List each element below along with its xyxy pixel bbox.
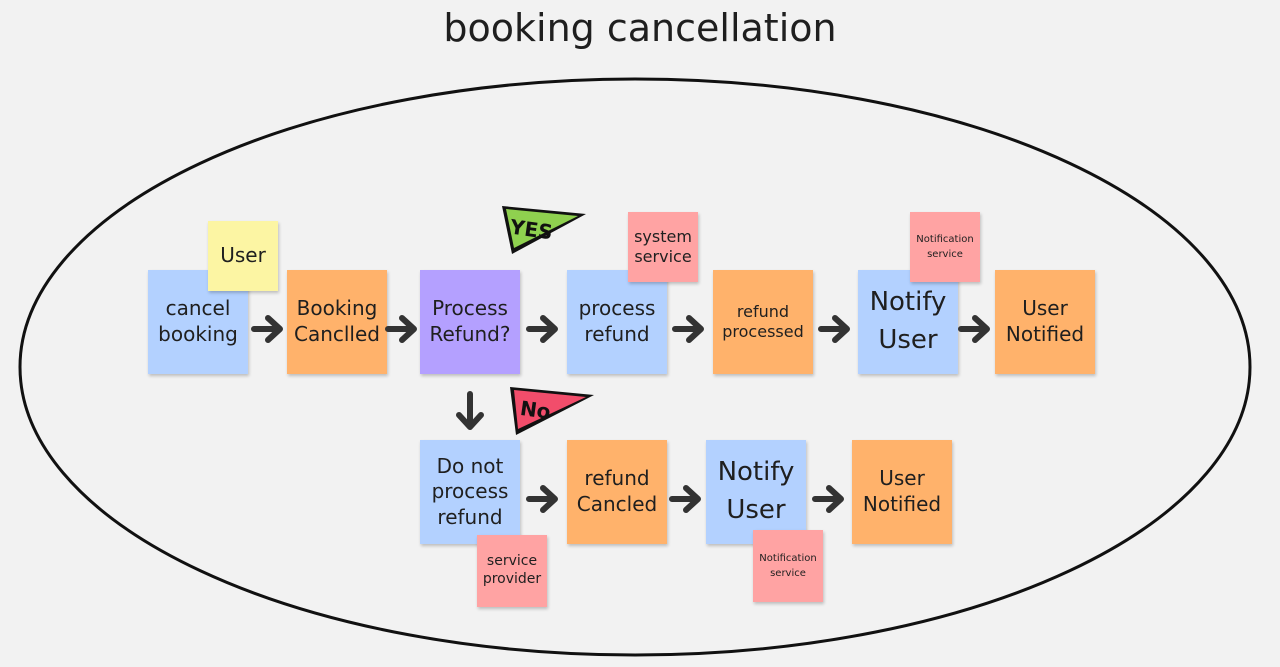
note-refund-cancelled[interactable]: refund Cancled [567, 440, 667, 544]
flow-arrow-right-icon [812, 485, 844, 513]
note-service-provider[interactable]: service provider [477, 535, 547, 607]
note-booking-cancelled[interactable]: Booking Canclled [287, 270, 387, 374]
no-flag-icon: No [510, 387, 594, 435]
note-process-refund[interactable]: process refund [567, 270, 667, 374]
flow-arrow-right-icon [672, 315, 704, 343]
flow-arrow-right-icon [251, 315, 283, 343]
note-process-refund-decision[interactable]: Process Refund? [420, 270, 520, 374]
note-notify-user-no[interactable]: Notify User [706, 440, 806, 544]
no-flag-label: No [519, 396, 553, 424]
note-refund-processed[interactable]: refund processed [713, 270, 813, 374]
flow-arrow-right-icon [818, 315, 850, 343]
flow-arrow-right-icon [385, 315, 417, 343]
note-do-not-process-refund[interactable]: Do not process refund [420, 440, 520, 544]
diagram-title: booking cancellation [443, 6, 837, 50]
note-user-notified-no[interactable]: User Notified [852, 440, 952, 544]
flow-arrow-down-icon [456, 391, 484, 430]
flow-arrow-right-icon [526, 485, 558, 513]
note-notify-user-yes[interactable]: Notify User [858, 270, 958, 374]
note-system-service[interactable]: system service [628, 212, 698, 282]
flow-arrow-right-icon [526, 315, 558, 343]
flow-arrow-right-icon [669, 485, 701, 513]
note-notification-service-bottom[interactable]: Notification service [753, 530, 823, 602]
note-user-notified-yes[interactable]: User Notified [995, 270, 1095, 374]
note-notification-service-top[interactable]: Notification service [910, 212, 980, 282]
note-user-actor[interactable]: User [208, 221, 278, 291]
yes-flag-icon: YES [502, 206, 586, 254]
flow-arrow-right-icon [958, 315, 990, 343]
